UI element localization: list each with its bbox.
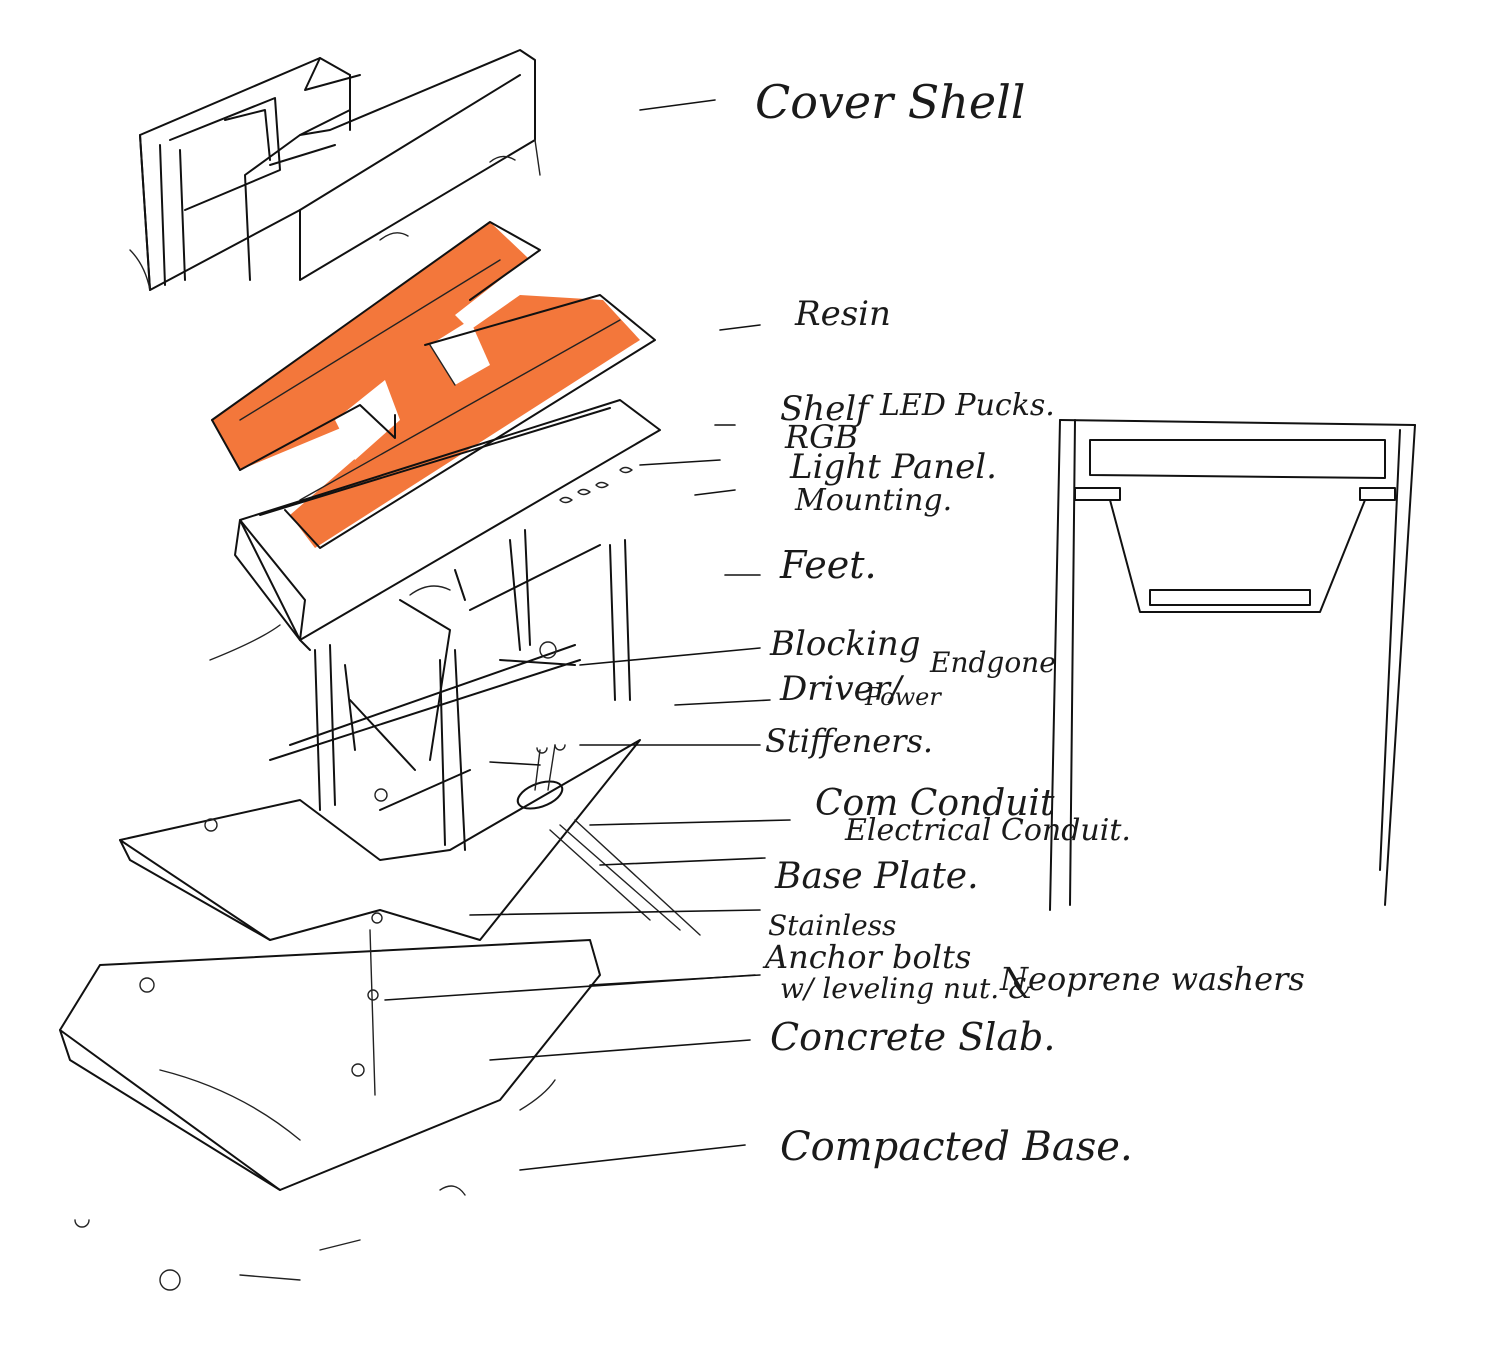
label-resin: Resin [794,294,891,334]
cover-shell-drawing [129,49,541,291]
label-driver: Driver/ [779,669,905,709]
label-neoprene-washers: Neoprene washers [999,960,1305,998]
label-endgone: Endgone [929,646,1056,679]
label-power: Power [864,683,942,711]
slab-drawing [59,929,601,1291]
resin-drawing [211,221,656,549]
base-plate-drawing [119,739,701,941]
label-mounting: Mounting. [794,483,952,518]
label-feet: Feet. [779,543,877,587]
label-blocking: Blocking [769,624,921,664]
label-led-pucks: LED Pucks. [879,388,1055,423]
label-compacted-base: Compacted Base. [780,1124,1133,1170]
label-shelf: Shelf [780,389,874,429]
leader-lines [384,99,791,1171]
resin-marker-fill [212,222,640,548]
section-detail-drawing [1049,419,1416,911]
label-base-plate: Base Plate. [774,856,979,897]
label-stiffeners: Stiffeners. [765,722,933,760]
shelf-panel-drawing [209,399,661,661]
label-rgb: RGB [784,418,858,456]
label-stainless: Stainless [768,909,896,942]
labels: Cover Shell Resin Shelf LED Pucks. RGB L… [755,75,1305,1170]
label-electrical-conduit: Electrical Conduit. [844,813,1131,848]
label-light-panel: Light Panel. [789,447,997,487]
label-cover-shell: Cover Shell [755,75,1026,129]
label-anchor-bolts: Anchor bolts [762,938,971,976]
label-leveling-nut: w/ leveling nut. & [780,972,1033,1005]
label-concrete-slab: Concrete Slab. [770,1015,1055,1059]
label-com-conduit: Com Conduit [815,783,1055,824]
frame-drawing [269,529,631,851]
